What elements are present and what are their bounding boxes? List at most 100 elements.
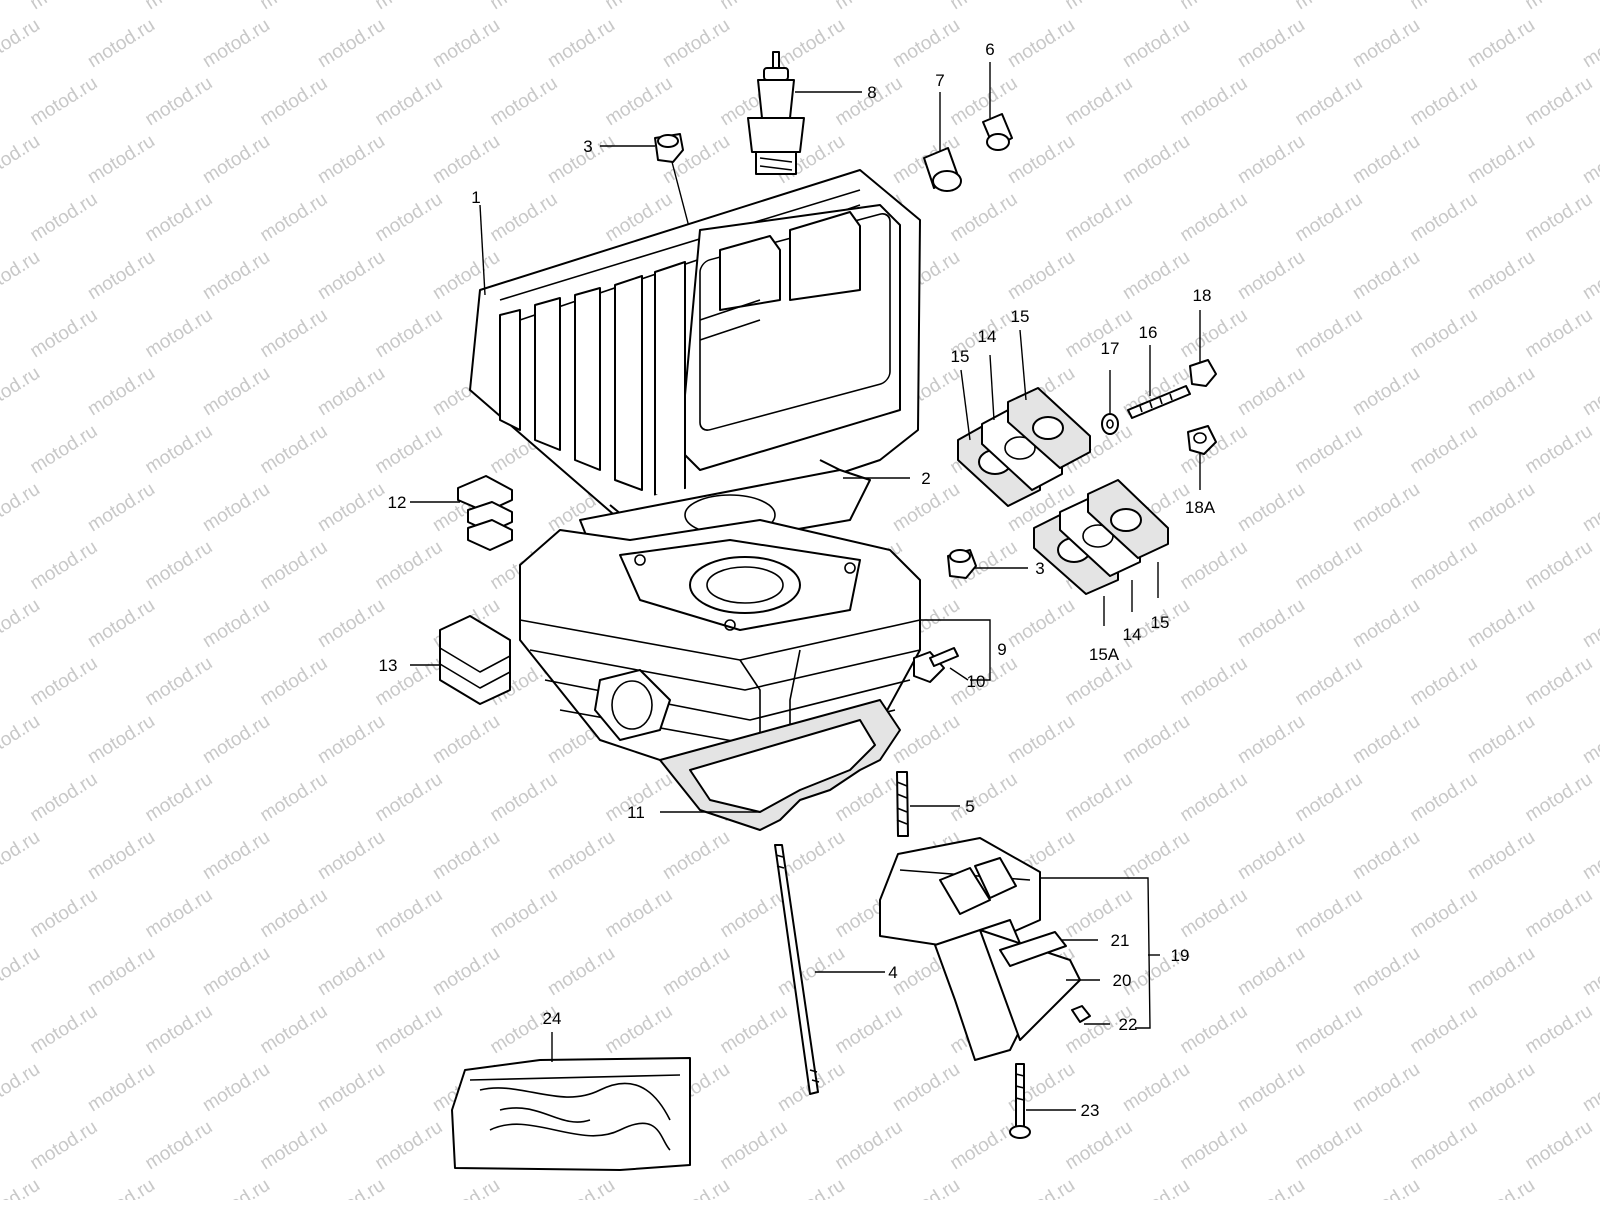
- spark-plug-drawing: [747, 51, 805, 175]
- watermark-text: motod.ru: [717, 1117, 792, 1175]
- watermark-text: motod.ru: [372, 189, 447, 247]
- watermark-text: motod.ru: [27, 653, 102, 711]
- watermark-text: motod.ru: [84, 1059, 159, 1117]
- watermark-text: motod.ru: [1407, 1001, 1482, 1059]
- watermark-text: motod.ru: [1579, 1059, 1600, 1117]
- watermark-text: motod.ru: [1177, 1117, 1252, 1175]
- watermark-text: motod.ru: [314, 943, 389, 1001]
- watermark-text: motod.ru: [544, 1175, 619, 1200]
- callout-3-top: 3: [583, 137, 592, 156]
- callout-15-lower: 15: [1151, 613, 1170, 632]
- callout-12: 12: [388, 493, 407, 512]
- watermark-text: motod.ru: [717, 885, 792, 943]
- callout-3-side: 3: [1035, 559, 1044, 578]
- watermark-text: motod.ru: [84, 943, 159, 1001]
- watermark-text: motod.ru: [27, 305, 102, 363]
- watermark-text: motod.ru: [0, 1059, 44, 1117]
- watermark-text: motod.ru: [1119, 15, 1194, 73]
- rubber-block-12-drawing: [457, 475, 513, 551]
- watermark-text: motod.ru: [257, 1001, 332, 1059]
- watermark-text: motod.ru: [602, 0, 677, 14]
- watermark-text: motod.ru: [199, 247, 274, 305]
- watermark-text: motod.ru: [1292, 537, 1367, 595]
- watermark-text: motod.ru: [1349, 131, 1424, 189]
- watermark-text: motod.ru: [1004, 1175, 1079, 1200]
- watermark-text: motod.ru: [1349, 1175, 1424, 1200]
- watermark-text: motod.ru: [372, 305, 447, 363]
- watermark-text: motod.ru: [1349, 363, 1424, 421]
- watermark-text: motod.ru: [314, 479, 389, 537]
- watermark-text: motod.ru: [257, 421, 332, 479]
- bolt-23-drawing: [1009, 1063, 1031, 1139]
- watermark-text: motod.ru: [1579, 15, 1600, 73]
- watermark-text: motod.ru: [889, 1059, 964, 1117]
- watermark-text: motod.ru: [1407, 73, 1482, 131]
- watermark-text: motod.ru: [1234, 131, 1309, 189]
- watermark-text: motod.ru: [1349, 827, 1424, 885]
- watermark-text: motod.ru: [659, 1175, 734, 1200]
- callout-16: 16: [1139, 323, 1158, 342]
- watermark-text: motod.ru: [199, 711, 274, 769]
- callout-15-upper-right: 15: [1011, 307, 1030, 326]
- watermark-text: motod.ru: [1292, 305, 1367, 363]
- watermark-text: motod.ru: [1407, 653, 1482, 711]
- watermark-text: motod.ru: [1177, 73, 1252, 131]
- watermark-text: motod.ru: [27, 0, 102, 14]
- callout-14-upper: 14: [978, 327, 997, 346]
- watermark-text: motod.ru: [429, 827, 504, 885]
- watermark-text: motod.ru: [1177, 421, 1252, 479]
- watermark-text: motod.ru: [314, 595, 389, 653]
- watermark-text: motod.ru: [1234, 247, 1309, 305]
- watermark-text: motod.ru: [257, 1117, 332, 1175]
- watermark-text: motod.ru: [1234, 1175, 1309, 1200]
- watermark-text: motod.ru: [1407, 885, 1482, 943]
- caps-drawing: [923, 113, 1013, 192]
- watermark-text: motod.ru: [429, 131, 504, 189]
- watermark-text: motod.ru: [659, 827, 734, 885]
- watermark-text: motod.ru: [1522, 1001, 1597, 1059]
- watermark-text: motod.ru: [1464, 1175, 1539, 1200]
- watermark-text: motod.ru: [314, 363, 389, 421]
- watermark-text: motod.ru: [84, 595, 159, 653]
- watermark-text: motod.ru: [832, 1001, 907, 1059]
- watermark-text: motod.ru: [487, 885, 562, 943]
- watermark-text: motod.ru: [1177, 0, 1252, 14]
- leader-lines: [410, 62, 1201, 1111]
- watermark-text: motod.ru: [27, 421, 102, 479]
- watermark-text: motod.ru: [257, 885, 332, 943]
- watermark-text: motod.ru: [1579, 479, 1600, 537]
- watermark-text: motod.ru: [1292, 421, 1367, 479]
- watermark-text: motod.ru: [487, 73, 562, 131]
- callout-18: 18: [1193, 286, 1212, 305]
- watermark-text: motod.ru: [1522, 769, 1597, 827]
- watermark-text: motod.ru: [314, 1059, 389, 1117]
- watermark-text: motod.ru: [1522, 73, 1597, 131]
- cylinder-head-drawing: [469, 169, 921, 541]
- watermark-text: motod.ru: [1062, 769, 1137, 827]
- watermark-text: motod.ru: [1177, 1001, 1252, 1059]
- watermark-text: motod.ru: [27, 537, 102, 595]
- watermark-text: motod.ru: [1579, 131, 1600, 189]
- callout-4: 4: [888, 963, 897, 982]
- watermark-text: motod.ru: [1234, 943, 1309, 1001]
- watermark-text: motod.ru: [1177, 305, 1252, 363]
- watermark-text: motod.ru: [1522, 0, 1597, 14]
- watermark-text: motod.ru: [257, 189, 332, 247]
- watermark-text: motod.ru: [1407, 769, 1482, 827]
- watermark-text: motod.ru: [372, 537, 447, 595]
- watermark-text: motod.ru: [1177, 769, 1252, 827]
- watermark-text: motod.ru: [889, 1175, 964, 1200]
- watermark-text: motod.ru: [142, 421, 217, 479]
- callout-11: 11: [627, 803, 645, 822]
- watermark-text: motod.ru: [257, 653, 332, 711]
- callout-20: 20: [1113, 971, 1132, 990]
- watermark-text: motod.ru: [429, 943, 504, 1001]
- watermark-text: motod.ru: [257, 73, 332, 131]
- callout-23: 23: [1081, 1101, 1100, 1120]
- reed-valve-drawing: [879, 837, 1091, 1061]
- watermark-text: motod.ru: [1004, 15, 1079, 73]
- watermark-text: motod.ru: [487, 189, 562, 247]
- watermark-text: motod.ru: [257, 537, 332, 595]
